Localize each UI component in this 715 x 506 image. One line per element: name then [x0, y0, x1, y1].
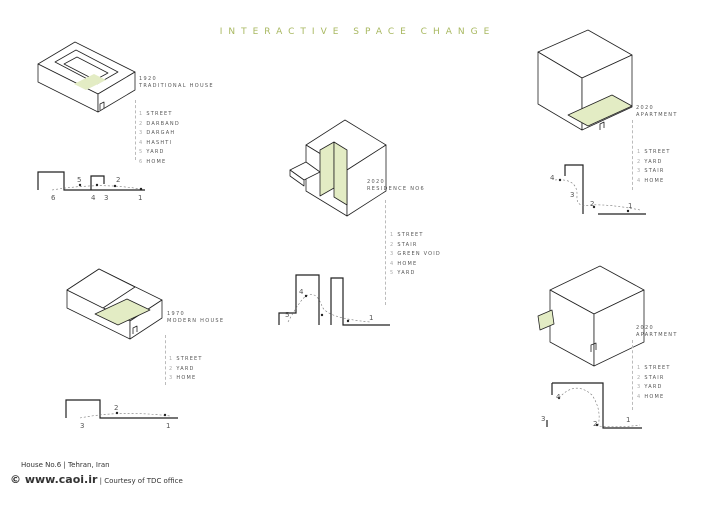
credit-text: | Courtesy of TDC office	[99, 477, 183, 485]
mark-t5: 5	[77, 176, 82, 184]
dash-apartment1	[632, 120, 633, 190]
apartment1-model	[537, 29, 633, 131]
caption-modern: 1970 MODERN HOUSE	[167, 311, 225, 324]
mark-m2: 2	[114, 404, 119, 412]
mark-b3: 3	[541, 415, 546, 423]
residence-model	[289, 119, 387, 217]
mark-t6: 6	[51, 194, 56, 202]
footer-location: House No.6 | Tehran, Iran	[21, 461, 110, 469]
caption-traditional: 1920 TRADITIONAL HOUSE	[139, 76, 214, 89]
mark-r1: 1	[369, 314, 374, 322]
mark-t2: 2	[116, 176, 121, 184]
dash-traditional	[135, 100, 136, 160]
mark-a2: 2	[590, 200, 595, 208]
modern-house-model	[66, 268, 163, 340]
mark-a1: 1	[628, 202, 633, 210]
apartment1-section	[564, 164, 584, 214]
mark-r5: 5	[285, 311, 290, 319]
mark-r4: 4	[299, 288, 304, 296]
mark-b4: 4	[556, 393, 561, 401]
site-link[interactable]: © www.caoi.ir	[10, 473, 98, 486]
mark-b2: 2	[593, 420, 598, 428]
modern-section	[65, 399, 178, 419]
mark-b1: 1	[626, 416, 631, 424]
residence-section	[278, 274, 320, 325]
mark-m1: 1	[166, 422, 171, 430]
mark-m3: 3	[80, 422, 85, 430]
caption-apartment1: 2020 APARTMENT	[636, 105, 678, 118]
page-title: INTERACTIVE SPACE CHANGE	[219, 27, 496, 37]
footer-credit: © www.caoi.ir | Courtesy of TDC office	[10, 473, 183, 486]
mark-t4: 4	[91, 194, 96, 202]
mark-t3: 3	[104, 194, 109, 202]
mark-a3: 3	[570, 191, 575, 199]
dash-residence	[385, 200, 386, 305]
apartment2-model	[537, 265, 645, 367]
mark-a4: 4	[550, 174, 555, 182]
caption-residence: 2020 RESIDENCE NO6	[367, 179, 426, 192]
traditional-house-model	[37, 41, 136, 113]
caption-apartment2: 2020 APARTMENT	[636, 325, 678, 338]
dash-modern	[165, 335, 166, 385]
dash-apartment2	[632, 340, 633, 410]
mark-t1: 1	[138, 194, 143, 202]
